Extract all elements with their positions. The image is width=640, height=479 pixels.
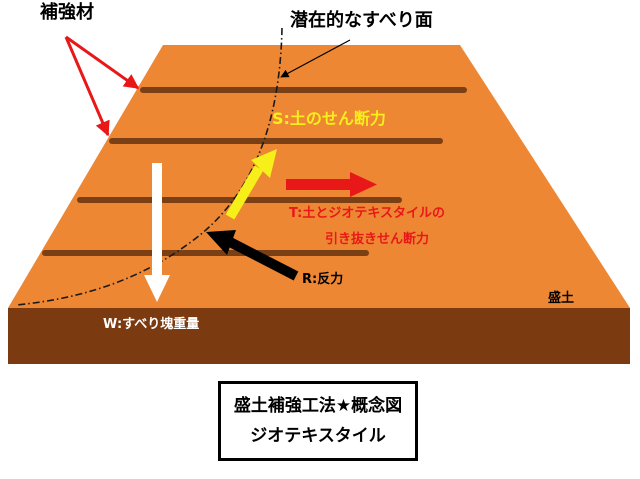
- slip-pointer-arrow: [280, 39, 351, 78]
- embankment-top-surface: [8, 45, 630, 308]
- tension-label-line1: T:土とジオテキスタイルの: [289, 206, 445, 221]
- reinforcement-pointer-arrow: [65, 35, 140, 90]
- weight-arrow: [144, 163, 170, 302]
- caption-subtitle: ジオテキスタイル: [250, 426, 386, 446]
- fill-label: 盛土: [548, 291, 575, 306]
- weight-label: W:すべり塊重量: [103, 317, 200, 332]
- shear-arrow: [225, 149, 277, 220]
- slip-surface-line: [15, 27, 283, 306]
- slip-surface-label: 潜在的なすべり面: [290, 10, 433, 31]
- reinforcement-layers: [42, 87, 467, 256]
- caption-box: 盛土補強工法★概念図 ジオテキスタイル: [218, 381, 418, 461]
- reinforcement-label: 補強材: [40, 2, 94, 23]
- shear-force-label: S:土のせん断力: [272, 109, 386, 128]
- tension-label-line2: 引き抜きせん断力: [325, 232, 430, 247]
- caption-title: 盛土補強工法★概念図: [233, 396, 403, 416]
- reinforcement-pointer-arrow: [64, 36, 110, 137]
- reaction-label: R:反力: [302, 272, 344, 287]
- tension-arrow: [286, 172, 377, 197]
- embankment-front-face: [8, 308, 630, 364]
- reaction-arrow: [206, 230, 299, 281]
